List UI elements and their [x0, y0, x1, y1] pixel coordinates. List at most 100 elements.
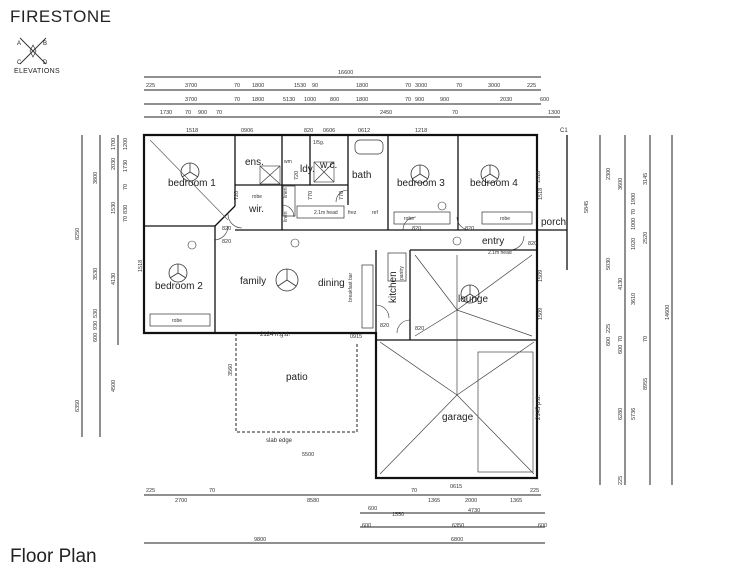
dim-right-outer: 14600 [665, 305, 671, 320]
robe-bed3 [393, 211, 451, 225]
dim-top-row1: 90 [312, 83, 318, 89]
dim-top-row2: 3700 [185, 97, 197, 103]
label-robe: robe [252, 194, 262, 200]
dim-left-window: 1518 [138, 260, 144, 272]
dim-bottom-row3: 600 [538, 523, 547, 529]
plan-footer-label: Floor Plan [10, 546, 97, 567]
dim-top-row1: 3000 [488, 83, 500, 89]
dim-bottom-overall: 9800 [254, 537, 266, 543]
dim-top-row2: 800 [330, 97, 339, 103]
dim-right-mid: 1000 [631, 218, 637, 230]
dim-top-row2: 70 [234, 97, 240, 103]
outer-wall [142, 133, 539, 480]
garage-inner-box [477, 351, 534, 473]
label-linen: linen [283, 187, 289, 198]
dim-left-inner: 600 [93, 333, 99, 342]
dim-door: 770 [339, 191, 345, 200]
dim-door: 720 [234, 191, 240, 200]
robe-bed2 [149, 313, 211, 327]
room-label-kitchen: kitchen [388, 271, 399, 303]
pantry-cupboard [387, 252, 407, 282]
dim-top-row2: 2030 [500, 97, 512, 103]
elevation-mark-a: A [17, 41, 21, 47]
label-ngd: 2124 n.g.d. [260, 332, 290, 338]
robe-bed4 [481, 211, 533, 225]
dim-left-inner: 4130 [111, 273, 117, 285]
room-label-lounge: lounge [458, 294, 488, 305]
smoke-detector-icon [290, 238, 300, 248]
dim-top-row1: 225 [527, 83, 536, 89]
dim-left-small: 830 [123, 205, 129, 214]
dim-patio: 3560 [228, 364, 234, 376]
dim-right-small: 225 [618, 476, 624, 485]
dim-top-row3: 70 [452, 110, 458, 116]
room-label-bedroom-4: bedroom 4 [470, 178, 518, 189]
door-wir [281, 204, 295, 218]
dim-window: 1218 [415, 128, 427, 134]
dim-top-row3: 900 [198, 110, 207, 116]
dim-bottom-row1: 1365 [428, 498, 440, 504]
dim-door: 0915 [350, 334, 362, 340]
room-label-bedroom-2: bedroom 2 [155, 281, 203, 292]
room-label-wir: wir. [248, 204, 264, 215]
dim-top-row3: 1300 [548, 110, 560, 116]
elevation-key-label: ELEVATIONS [14, 68, 60, 75]
dim-right-mid: 3600 [618, 178, 624, 190]
door-bed2 [213, 225, 229, 241]
dim-top-row1: 70 [234, 83, 240, 89]
dim-right-mid: 2520 [643, 232, 649, 244]
wall-corner-diag [214, 205, 236, 227]
elevation-mark-d: D [43, 60, 48, 66]
dim-bottom-row2: 1550 [392, 512, 404, 518]
dim-top-row2: 5130 [283, 97, 295, 103]
dim-door: 820 [222, 226, 231, 232]
label-wm: wm [284, 159, 292, 165]
dim-bottom-row1: 2000 [465, 498, 477, 504]
label-frez: frez [348, 210, 357, 216]
dim-bottom-row1: 70 [411, 488, 417, 494]
fan-bed4-icon [480, 164, 500, 184]
dim-bottom-row1: 225 [146, 488, 155, 494]
dim-right-outer: 8955 [643, 378, 649, 390]
room-label-garage: garage [442, 412, 474, 423]
dim-top-row2: 600 [540, 97, 549, 103]
dim-top-row2: 70 [405, 97, 411, 103]
door-bed4 [456, 216, 471, 231]
breakfast-bar [361, 264, 374, 329]
bath-shower [313, 161, 335, 183]
door-kitchen [375, 304, 390, 319]
dim-top-row3: 1730 [160, 110, 172, 116]
dim-door: 0615 [450, 484, 462, 490]
dim-door: 820 [222, 239, 231, 245]
fan-bed1-icon [180, 162, 200, 182]
dim-right-window: 1509 [538, 270, 544, 282]
dim-right-mid: 2300 [606, 168, 612, 180]
dim-right-outer: 6280 [618, 408, 624, 420]
dim-window: 0906 [241, 128, 253, 134]
dim-right-mid: 5845 [584, 201, 590, 213]
dim-top-row2: 1800 [356, 97, 368, 103]
lounge-roof-line-b [414, 309, 533, 337]
dim-left-outer: 8250 [75, 228, 81, 240]
dim-window: 0606 [323, 128, 335, 134]
dim-overall-top: 16600 [338, 70, 353, 76]
dim-top-row1: 3000 [415, 83, 427, 89]
dim-left-inner: 3800 [93, 172, 99, 184]
frez-ref-space [296, 205, 345, 219]
smoke-detector-icon [187, 240, 197, 250]
garage-roof-line-a [379, 394, 535, 475]
dim-top-row2: 900 [440, 97, 449, 103]
dim-top-row3: 70 [216, 110, 222, 116]
smoke-detector-icon [452, 236, 462, 246]
room-label-entry: entry [482, 236, 504, 247]
label-spa: 1/5g. [313, 140, 324, 146]
label-hood: 2.1m head [314, 210, 338, 216]
label-pantry: pantry [399, 266, 405, 280]
label-pd: 2145 p.d. [536, 395, 542, 420]
label-breakfast-bar: breakfast bar [348, 272, 354, 302]
room-label-ldy: ldy. [300, 164, 315, 175]
dim-right-window: 1509 [538, 308, 544, 320]
dim-right-small: 70 [631, 209, 637, 215]
dim-top-row3: 70 [185, 110, 191, 116]
